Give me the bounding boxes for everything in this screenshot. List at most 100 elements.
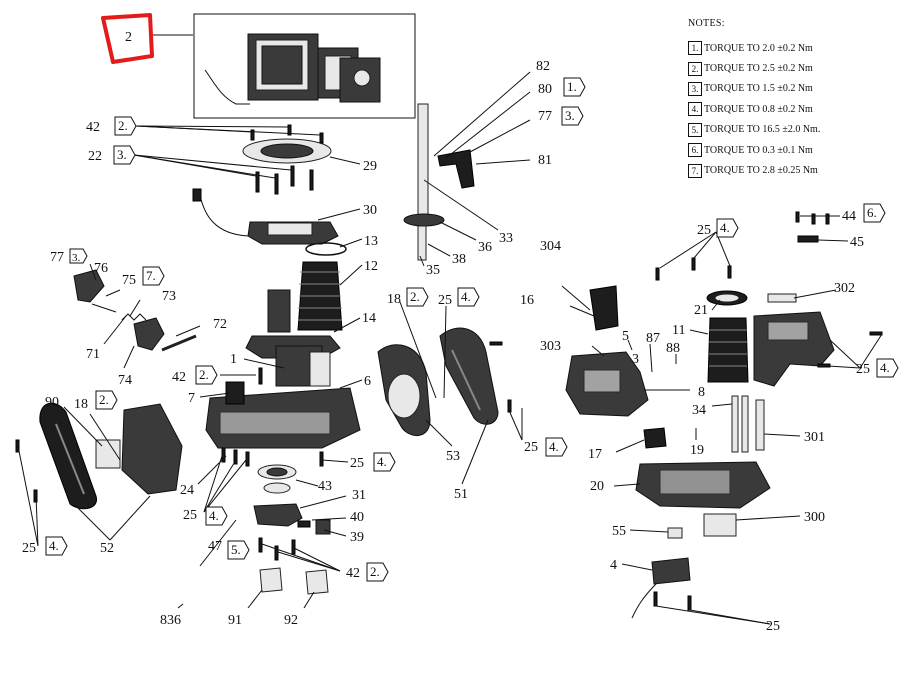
callout-24: 24 <box>180 483 194 498</box>
note-tag-4-right: 4. <box>720 220 730 235</box>
note-item: 2. TORQUE TO 2.5 ±0.2 Nm <box>688 58 888 78</box>
callout-6: 6 <box>364 374 371 389</box>
collet-nut-91 <box>259 567 283 593</box>
note-item: 7. TORQUE TO 2.8 ±0.25 Nm <box>688 160 888 180</box>
bearing-43 <box>257 464 297 494</box>
spindle-lock-31 <box>253 503 331 535</box>
callout-92: 92 <box>284 613 298 628</box>
note-item: 5. TORQUE TO 16.5 ±2.0 Nm. <box>688 120 888 140</box>
note-text: TORQUE TO 0.3 ±0.1 Nm <box>704 144 813 156</box>
callout-73: 73 <box>162 289 176 304</box>
note-tag-4-far-right: 4. <box>880 360 890 375</box>
note-text: TORQUE TO 16.5 ±2.0 Nm. <box>704 124 821 136</box>
shaft-82 <box>417 103 429 217</box>
callout-39: 39 <box>350 530 364 545</box>
ring-21 <box>706 290 748 306</box>
callout-12: 12 <box>364 259 378 274</box>
callout-36: 36 <box>478 240 492 255</box>
callout-3: 3 <box>632 352 639 367</box>
callout-72: 72 <box>213 317 227 332</box>
callout-71: 71 <box>86 347 100 362</box>
screw-25-right-a <box>655 267 660 281</box>
callout-13: 13 <box>364 234 378 249</box>
bracket-45 <box>797 235 819 243</box>
callout-45: 45 <box>850 235 864 250</box>
screw-44b <box>811 213 816 225</box>
rails-34 <box>731 395 749 453</box>
leader-lines <box>17 71 883 625</box>
depth-lever-74 <box>133 317 165 351</box>
callout-52: 52 <box>100 541 114 556</box>
callout-25-center: 25 <box>183 508 197 523</box>
callout-31: 31 <box>352 488 366 503</box>
callout-25-handle: 25 <box>438 293 452 308</box>
callout-30: 30 <box>363 203 377 218</box>
armature-assembly <box>245 289 341 387</box>
callout-76: 76 <box>94 261 108 276</box>
callout-29: 29 <box>363 159 377 174</box>
battery-connector-8 <box>565 351 649 417</box>
detail-inset-assembly <box>204 33 381 105</box>
note-tag-2-mid: 2. <box>199 367 209 382</box>
note-tag-2-left: 2. <box>99 392 109 407</box>
callout-11: 11 <box>672 323 685 338</box>
note-tag-3-right: 3. <box>565 108 575 123</box>
callout-25-left: 25 <box>22 541 36 556</box>
base-20 <box>635 461 771 509</box>
note-tag-4-gear: 4. <box>377 454 387 469</box>
note-text: TORQUE TO 2.5 ±0.2 Nm <box>704 63 813 75</box>
note-number: 3. <box>688 81 702 96</box>
callout-87: 87 <box>646 331 660 346</box>
screw-25-handle <box>489 341 503 346</box>
callout-300: 300 <box>804 510 825 525</box>
switch-16 <box>589 285 619 331</box>
note-tag-7: 7. <box>146 268 156 283</box>
callout-2: 2 <box>125 30 132 45</box>
note-text: TORQUE TO 0.8 ±0.2 Nm <box>704 103 813 115</box>
base-housing-302 <box>753 311 835 387</box>
note-tag-6: 6. <box>867 205 877 220</box>
screw-25-right-e <box>869 331 883 336</box>
spring-ring <box>305 242 347 256</box>
screw-25-left-b <box>33 489 38 503</box>
note-tag-2-top: 2. <box>118 118 128 133</box>
note-tag-2-handle: 2. <box>410 289 420 304</box>
callout-53: 53 <box>446 449 460 464</box>
side-housing <box>95 403 183 495</box>
callout-17: 17 <box>588 447 602 462</box>
note-text: TORQUE TO 1.5 ±0.2 Nm <box>704 83 813 95</box>
callout-47: 47 <box>208 539 222 554</box>
callout-81: 81 <box>538 153 552 168</box>
callout-1: 1 <box>230 352 237 367</box>
callout-80: 80 <box>538 82 552 97</box>
adjuster-36 <box>403 213 445 261</box>
callout-43: 43 <box>318 479 332 494</box>
callout-302: 302 <box>834 281 855 296</box>
side-cover-90 <box>39 402 97 510</box>
callout-77-right: 77 <box>538 109 552 124</box>
label-300 <box>703 513 737 537</box>
callout-8: 8 <box>698 385 705 400</box>
callout-44: 44 <box>842 209 856 224</box>
callout-836: 836 <box>160 613 181 628</box>
screw-25-right-b <box>691 257 696 271</box>
callout-22: 22 <box>88 149 102 164</box>
callout-4: 4 <box>610 558 617 573</box>
callout-19: 19 <box>690 443 704 458</box>
callout-42-top: 42 <box>86 120 100 135</box>
note-tag-4-center: 4. <box>209 508 219 523</box>
bellows-boot <box>297 261 343 331</box>
screw-44c <box>825 213 830 225</box>
note-item: 6. TORQUE TO 0.3 ±0.1 Nm <box>688 140 888 160</box>
callout-40: 40 <box>350 510 364 525</box>
note-tag-4-mid: 4. <box>549 439 559 454</box>
note-tag-5: 5. <box>231 542 241 557</box>
callout-74: 74 <box>118 373 132 388</box>
note-number: 5. <box>688 122 702 137</box>
screw-25-right-d <box>817 363 831 368</box>
callout-7: 7 <box>188 391 195 406</box>
callout-75: 75 <box>122 273 136 288</box>
callout-5: 5 <box>622 329 629 344</box>
callout-303: 303 <box>540 339 561 354</box>
